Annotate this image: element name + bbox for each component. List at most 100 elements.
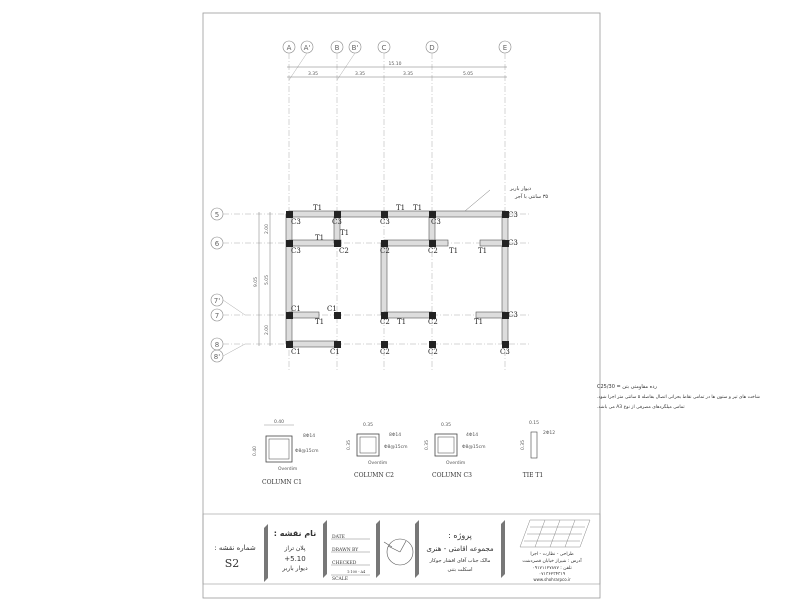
general-notes: رده مقاومتی بتن = C25/30 شاخت های تیر و … bbox=[597, 384, 760, 410]
sheet-border bbox=[202, 12, 601, 599]
c1-bars: 8Φ14 bbox=[303, 433, 315, 439]
project-owner: مالک جناب آقای افشار جوکار bbox=[429, 557, 491, 564]
label-tie-6a: T1 bbox=[315, 234, 324, 242]
c2-width: 0.35 bbox=[363, 422, 373, 428]
axis-7: 7 bbox=[215, 312, 219, 320]
sheet-name-1: پلان تراز bbox=[283, 545, 305, 552]
label-C8: C2 bbox=[380, 348, 390, 356]
label-tie-7b: T1 bbox=[397, 318, 406, 326]
label-D8: C2 bbox=[428, 348, 438, 356]
c1-title: COLUMN C1 bbox=[262, 479, 302, 486]
label-E5: C3 bbox=[508, 211, 518, 219]
span-BC: 3.35 bbox=[355, 71, 365, 77]
label-C5: C3 bbox=[380, 218, 390, 226]
label-B5: C3 bbox=[332, 218, 342, 226]
c3-title: COLUMN C3 bbox=[432, 472, 472, 479]
company-phone-1: تلفن : ۰۹۱۷۱۱۲۷۸۷۷ bbox=[532, 566, 572, 571]
columns bbox=[286, 211, 509, 348]
left-dimension-lines bbox=[258, 212, 271, 346]
sheet-number: S2 bbox=[225, 557, 240, 570]
sheet-name-label: نام نقشه : bbox=[274, 529, 316, 538]
axis-E: E bbox=[503, 44, 507, 52]
axis-C: C bbox=[382, 44, 387, 52]
t1-height: 0.35 bbox=[520, 440, 526, 450]
detail-column-c2: 0.35 0.35 8Φ14 Φ8@15cm Overdim COLUMN C2 bbox=[346, 422, 408, 479]
detail-tie-t1: 0.15 0.35 2Φ12 TIE T1 bbox=[520, 420, 555, 479]
axis-D: D bbox=[429, 44, 434, 52]
c3-stirrup: Φ8@15cm bbox=[462, 444, 486, 450]
note-1: رده مقاومتی بتن = C25/30 bbox=[597, 384, 658, 390]
label-C7: C2 bbox=[380, 318, 390, 326]
label-B6: C2 bbox=[339, 247, 349, 255]
note-3: تمامی میلگردهای مصرفی از نوع A3 می باشد. bbox=[597, 403, 685, 410]
detail-column-c1: 0.40 0.40 8Φ14 Φ8@15cm Overdim COLUMN C1 bbox=[252, 419, 319, 486]
c1-hook: Overdim bbox=[278, 466, 297, 472]
c1-stirrup: Φ8@15cm bbox=[295, 448, 319, 454]
label-D7: C2 bbox=[428, 318, 438, 326]
c3-height: 0.35 bbox=[424, 440, 430, 450]
label-tie-6c: T1 bbox=[449, 247, 458, 255]
scale-label: SCALE bbox=[332, 576, 348, 582]
axis-5: 5 bbox=[215, 211, 219, 219]
axis-8-prime: 8' bbox=[214, 353, 220, 361]
label-A7: C1 bbox=[291, 305, 301, 313]
row-total-dim: 9.05 bbox=[253, 277, 259, 287]
axis-B-prime: B' bbox=[352, 44, 359, 52]
axis-B: B bbox=[335, 44, 340, 52]
date-label: DATE bbox=[332, 534, 345, 540]
label-E7: C3 bbox=[508, 311, 518, 319]
span-AB: 3.35 bbox=[308, 71, 318, 77]
label-E6: C3 bbox=[508, 239, 518, 247]
top-dimension-lines bbox=[287, 66, 507, 78]
c3-width: 0.35 bbox=[441, 422, 451, 428]
label-tie-5c: T1 bbox=[413, 204, 422, 212]
label-tie-6b: T1 bbox=[340, 229, 349, 237]
label-C6: C2 bbox=[380, 247, 390, 255]
t1-bars: 2Φ12 bbox=[543, 430, 555, 436]
drawn-by-label: DRAWN BY bbox=[332, 547, 359, 553]
project-name: مجموعه اقامتی - هنری bbox=[426, 545, 494, 553]
prime-row-leaders bbox=[222, 299, 246, 357]
span-DE: 5.05 bbox=[463, 71, 473, 77]
label-tie-5b: T1 bbox=[396, 204, 405, 212]
wall-note-leader bbox=[464, 189, 491, 212]
project-label: پروژه : bbox=[448, 531, 472, 540]
company-website: www.shohrarpco.ir bbox=[533, 577, 571, 582]
sheet-number-label: شماره نقشه : bbox=[214, 544, 256, 552]
checked-label: CHECKED bbox=[332, 560, 357, 566]
grid-bubbles-top bbox=[282, 40, 512, 54]
detail-column-c3: 0.35 0.35 4Φ14 Φ8@15cm Overdim COLUMN C3 bbox=[424, 422, 486, 479]
note-2: شاخت های تیر و ستون ها در تمامی نقاط بحر… bbox=[597, 395, 760, 400]
prime-axis-leaders bbox=[288, 52, 356, 81]
total-span: 15.10 bbox=[389, 61, 402, 67]
bearing-walls bbox=[285, 210, 509, 348]
sheet-name-3: دیوار باربر bbox=[281, 565, 308, 572]
c2-bars: 8Φ14 bbox=[389, 432, 401, 438]
row-dim-78: 2.00 bbox=[264, 325, 270, 335]
axis-A-prime: A' bbox=[304, 44, 311, 52]
title-block: شماره نقشه : S2 نام نقشه : پلان تراز +5.… bbox=[202, 513, 601, 585]
c2-hook: Overdim bbox=[368, 460, 387, 466]
c3-hook: Overdim bbox=[446, 460, 465, 466]
label-tie-7c: T1 bbox=[474, 318, 483, 326]
label-D5: C3 bbox=[431, 218, 441, 226]
label-A6: C3 bbox=[291, 247, 301, 255]
label-A5: C3 bbox=[291, 218, 301, 226]
sheet-name-2: +5.10 bbox=[284, 555, 305, 563]
row-dim-67: 5.05 bbox=[264, 275, 270, 285]
label-B8: C1 bbox=[330, 348, 340, 356]
label-tie-7a: T1 bbox=[315, 318, 324, 326]
grid-bubbles-left bbox=[210, 207, 224, 363]
axis-A: A bbox=[287, 44, 292, 52]
t1-width: 0.15 bbox=[529, 420, 539, 426]
c1-width: 0.40 bbox=[274, 419, 284, 425]
label-tie-5a: T1 bbox=[313, 204, 322, 212]
label-E8: C3 bbox=[500, 348, 510, 356]
wall-note-1: دیوار باربر bbox=[509, 186, 531, 192]
axis-8: 8 bbox=[215, 341, 219, 349]
c2-height: 0.35 bbox=[346, 440, 352, 450]
t1-title: TIE T1 bbox=[523, 472, 543, 479]
span-CD: 3.35 bbox=[403, 71, 413, 77]
row-dim-56: 2.00 bbox=[264, 224, 270, 234]
